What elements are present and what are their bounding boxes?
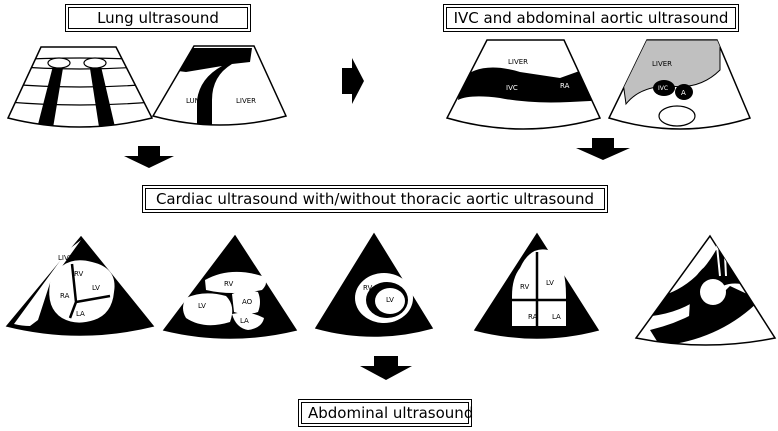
label-liver-lung-view: LIVER: [236, 97, 256, 105]
label-rv-subcostal: RV: [74, 270, 83, 278]
cardiac-parasternal-short-axis-view: RV LV: [314, 232, 434, 337]
label-liver-subcostal: LIVER: [58, 254, 78, 262]
title-abdominal-ultrasound: Abdominal ultrasound: [298, 399, 473, 427]
label-lv-a4c: LV: [546, 279, 554, 287]
label-ra-subcostal: RA: [60, 292, 70, 300]
label-ao-plax: AO: [242, 298, 253, 306]
label-a-aorta-view: A: [681, 89, 686, 97]
cardiac-apical-four-chamber-view: RV LV RA LA: [473, 232, 600, 339]
label-rv-plax: RV: [224, 280, 233, 288]
ivc-ultrasound-view: LIVER IVC RA: [445, 39, 602, 130]
label-ivc-ivc-view: IVC: [506, 84, 518, 92]
label-liver-ivc-view: LIVER: [508, 58, 528, 66]
arrow-down-ivc: [576, 138, 630, 160]
label-lv-plax: LV: [198, 302, 206, 310]
lung-ultrasound-view-lung-liver: LUNG LIVER: [151, 45, 288, 126]
label-lv-subcostal: LV: [92, 284, 100, 292]
label-ivc-aorta-view: IVC: [658, 85, 668, 92]
title-lung-ultrasound: Lung ultrasound: [65, 4, 251, 32]
arrow-down-cardiac: [360, 356, 412, 380]
title-cardiac-ultrasound: Cardiac ultrasound with/without thoracic…: [142, 185, 608, 213]
label-lung: LUNG: [186, 97, 205, 105]
label-la-a4c: LA: [552, 313, 561, 321]
label-la-subcostal: LA: [76, 310, 85, 318]
arrow-down-lung: [124, 146, 174, 168]
flow-arrows: [124, 58, 630, 380]
cardiac-parasternal-long-axis-view: RV LV AO LA: [162, 234, 298, 339]
title-ivc-aortic-ultrasound: IVC and abdominal aortic ultrasound: [443, 4, 739, 32]
thoracic-aorta-ultrasound-view: [634, 234, 777, 346]
cardiac-subcostal-view: LIVER RV RA LV LA: [5, 235, 155, 336]
abdominal-aorta-ultrasound-view: LIVER IVC A: [607, 39, 752, 130]
label-liver-aorta-view: LIVER: [652, 60, 672, 68]
label-ra-a4c: RA: [528, 313, 538, 321]
arrow-right-lung-to-ivc: [342, 58, 364, 104]
label-rv-psax: RV: [363, 284, 372, 292]
label-ra-ivc-view: RA: [560, 82, 570, 90]
label-lv-psax: LV: [386, 296, 394, 304]
lung-ultrasound-view-ribs: [6, 46, 154, 128]
label-la-plax: LA: [240, 317, 249, 325]
label-rv-a4c: RV: [520, 283, 529, 291]
